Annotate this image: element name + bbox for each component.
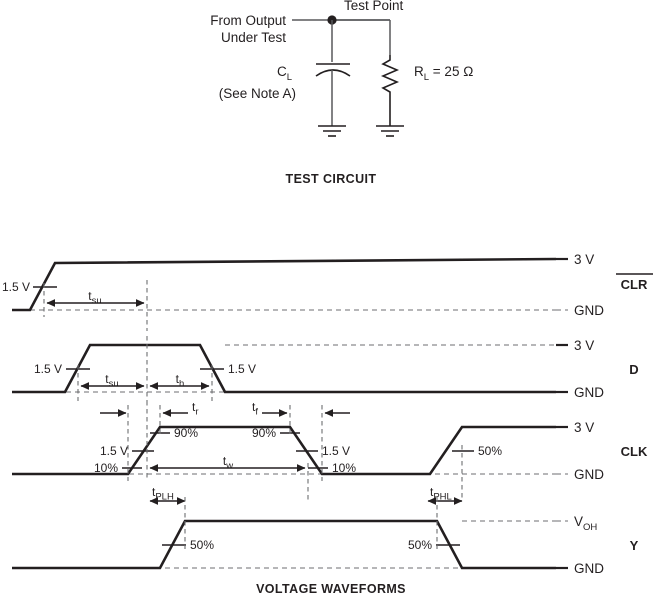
y-50-label-rise: 50%: [190, 538, 214, 552]
clr-3v-label: 3 V: [574, 252, 594, 267]
d-th-label: th: [176, 372, 185, 390]
source-label-line1: From Output: [210, 13, 286, 28]
clr-tsu-label: tsu: [88, 289, 101, 307]
clk-90-label-rise: 90%: [174, 426, 198, 440]
capacitor-note: (See Note A): [219, 86, 296, 101]
voltage-waveforms-caption: VOLTAGE WAVEFORMS: [256, 582, 406, 596]
resistor-label: RL = 25 Ω: [414, 64, 473, 83]
signal-name-y: Y: [630, 538, 639, 553]
clr-15v-label: 1.5 V: [2, 280, 30, 294]
clk-gnd-label: GND: [574, 467, 604, 482]
clk-15v-label-fall: 1.5 V: [322, 444, 350, 458]
clr-gnd-label: GND: [574, 303, 604, 318]
d-15v-label-rise: 1.5 V: [34, 362, 62, 376]
clk-10-label-rise: 10%: [94, 461, 118, 475]
signal-name-d: D: [629, 362, 638, 377]
capacitor-plate-bottom: [315, 69, 351, 77]
clk-3v-label: 3 V: [574, 420, 594, 435]
clk-tw-label: tw: [223, 454, 233, 472]
y-voh-label: VOH: [574, 514, 597, 533]
tphl-label: tPHL: [430, 485, 452, 503]
signal-name-clr: CLR: [621, 277, 648, 292]
signal-name-clk: CLK: [621, 444, 648, 459]
clk-tr-label: tr: [192, 400, 199, 418]
clk-10-label-fall: 10%: [332, 461, 356, 475]
d-tsu-label: tsu: [105, 372, 118, 390]
source-label-line2: Under Test: [221, 30, 286, 45]
d-waveform: [12, 343, 556, 394]
capacitor-label: CL: [277, 64, 292, 83]
y-waveform: [12, 519, 556, 570]
d-3v-label: 3 V: [574, 338, 594, 353]
clk-50-label: 50%: [478, 444, 502, 458]
clk-90-label-fall: 90%: [252, 426, 276, 440]
test-circuit-caption: TEST CIRCUIT: [286, 172, 377, 186]
test-circuit-diagram: From Output Under Test Test Point CL (Se…: [210, 0, 473, 186]
resistor-symbol: [380, 55, 400, 126]
y-gnd-label: GND: [574, 561, 604, 576]
d-gnd-label: GND: [574, 385, 604, 400]
test-point-label: Test Point: [344, 0, 404, 13]
voltage-waveforms-diagram: 1.5 V tsu 3 V GND CLR 1.5 V 1.5 V tsu: [2, 252, 653, 596]
clk-tf-label: tf: [252, 400, 258, 418]
d-15v-label-fall: 1.5 V: [228, 362, 256, 376]
y-50-label-fall: 50%: [408, 538, 432, 552]
clk-15v-label-rise: 1.5 V: [100, 444, 128, 458]
tplh-label: tPLH: [152, 485, 174, 503]
